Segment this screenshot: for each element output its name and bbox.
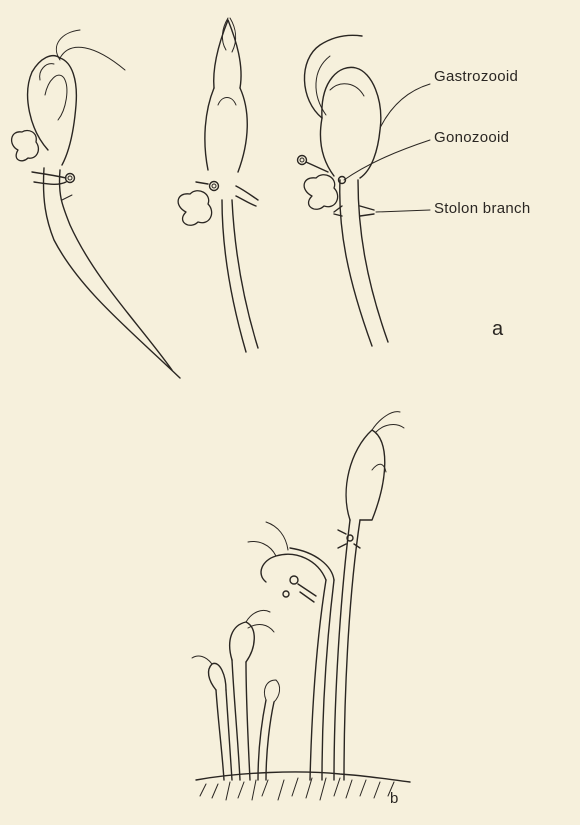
leader-gastrozooid [380, 84, 430, 128]
leader-lines [344, 84, 430, 212]
panel-label-a: a [492, 318, 503, 341]
label-gastrozooid: Gastrozooid [434, 68, 518, 85]
specimen-a2 [178, 18, 258, 352]
specimen-a3 [298, 35, 389, 346]
leader-gonozooid [344, 140, 430, 180]
label-gonozooid: Gonozooid [434, 129, 509, 146]
specimen-a1 [12, 30, 180, 378]
specimen-b-colony [192, 412, 410, 800]
substrate [196, 772, 410, 782]
leader-stolon-branch [376, 210, 430, 212]
label-stolon-branch: Stolon branch [434, 200, 530, 217]
panel-label-b: b [390, 790, 399, 807]
